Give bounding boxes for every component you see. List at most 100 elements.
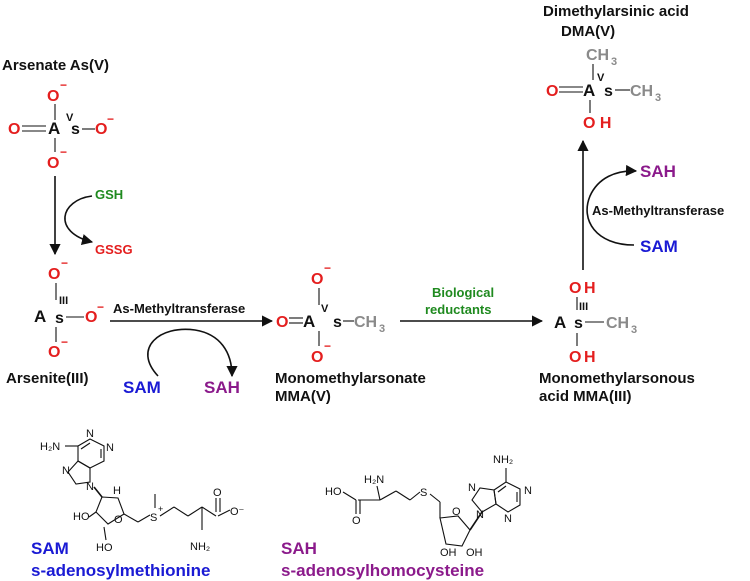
dma-title-line2: DMA(V) [561, 23, 615, 40]
svg-text:−: − [97, 300, 104, 314]
legend-sam-full: s-adenosylmethionine [31, 561, 210, 580]
svg-text:CH: CH [354, 314, 377, 331]
svg-text:HO: HO [325, 486, 342, 498]
svg-text:HO: HO [96, 542, 113, 554]
sah-structure: H₂N HO O S O OH OH N N N N NH₂ [325, 454, 532, 559]
svg-text:O: O [546, 83, 558, 100]
step2-line1: Biological [432, 285, 494, 300]
svg-text:O: O [48, 344, 60, 361]
arsenite-structure: O − A s III O − O − [34, 256, 104, 361]
svg-text:S: S [420, 487, 427, 499]
legend-sah-full: s-adenosylhomocysteine [281, 561, 484, 580]
svg-text:O: O [276, 314, 288, 331]
svg-text:−: − [61, 335, 68, 349]
svg-text:V: V [597, 72, 605, 84]
svg-text:V: V [321, 303, 329, 315]
svg-text:O: O [311, 349, 323, 366]
svg-text:NH₂: NH₂ [190, 541, 210, 553]
legend-sah-abbr: SAH [281, 539, 317, 558]
svg-text:H₂N: H₂N [40, 441, 60, 453]
svg-text:O: O [48, 266, 60, 283]
arsenite-title: Arsenite(III) [6, 370, 89, 387]
step2-line2: reductants [425, 302, 491, 317]
svg-text:H: H [584, 280, 596, 297]
svg-text:N: N [476, 509, 484, 521]
svg-text:s: s [333, 314, 342, 331]
svg-text:+: + [158, 504, 163, 514]
svg-text:OH: OH [466, 547, 483, 559]
step3-sah: SAH [640, 162, 676, 181]
svg-text:O: O [213, 487, 222, 499]
svg-text:O: O [85, 309, 97, 326]
svg-text:O: O [569, 349, 581, 366]
step3-sam: SAM [640, 237, 678, 256]
mma3-title-line1: Monomethylarsonous [539, 370, 695, 387]
svg-text:O: O [452, 506, 461, 518]
svg-text:3: 3 [611, 56, 617, 68]
svg-text:H: H [584, 349, 596, 366]
svg-text:O: O [311, 271, 323, 288]
legend-sam-abbr: SAM [31, 539, 69, 558]
svg-text:III: III [59, 295, 68, 307]
step1-sam: SAM [123, 378, 161, 397]
svg-text:HO: HO [73, 511, 90, 523]
step3-sam-sah-curve [586, 164, 638, 246]
svg-text:3: 3 [631, 324, 637, 336]
svg-text:−: − [60, 78, 67, 92]
svg-text:CH: CH [586, 47, 609, 64]
svg-text:N: N [62, 465, 70, 477]
svg-text:s: s [71, 121, 80, 138]
svg-text:N: N [524, 485, 532, 497]
mma5-title-line1: Monomethylarsonate [275, 370, 426, 387]
svg-text:O: O [95, 121, 107, 138]
svg-text:CH: CH [630, 83, 653, 100]
sam-structure: H₂N N N N N H O HO HO S + O O⁻ NH [40, 428, 245, 554]
svg-text:s: s [55, 310, 64, 327]
svg-text:s: s [574, 315, 583, 332]
svg-text:OH: OH [440, 547, 457, 559]
mma3-title-line2: acid MMA(III) [539, 388, 632, 405]
svg-text:O: O [47, 88, 59, 105]
step1-sam-sah-curve [147, 328, 238, 378]
svg-text:N: N [106, 442, 114, 454]
svg-text:−: − [61, 256, 68, 270]
svg-text:V: V [66, 112, 74, 124]
arsenate-title: Arsenate As(V) [2, 57, 109, 74]
svg-text:O: O [47, 155, 59, 172]
gssg-label: GSSG [95, 242, 133, 257]
mma3-structure: O H A s III CH 3 O H [554, 280, 637, 366]
svg-text:O: O [352, 515, 361, 527]
svg-text:S: S [150, 512, 157, 524]
svg-text:N: N [468, 482, 476, 494]
svg-text:III: III [579, 301, 588, 313]
svg-text:NH₂: NH₂ [493, 454, 513, 466]
svg-text:s: s [604, 83, 613, 100]
dma-title-line1: Dimethylarsinic acid [543, 3, 689, 20]
gsh-to-gssg-curve [64, 195, 94, 245]
svg-text:−: − [324, 339, 331, 353]
svg-text:−: − [107, 112, 114, 126]
svg-text:H: H [113, 485, 121, 497]
svg-text:−: − [324, 261, 331, 275]
svg-text:O: O [8, 121, 20, 138]
svg-text:A: A [583, 81, 595, 100]
svg-text:N: N [86, 481, 94, 493]
svg-text:N: N [86, 428, 94, 440]
svg-text:A: A [554, 313, 566, 332]
gsh-label: GSH [95, 187, 123, 202]
step3-enzyme: As-Methyltransferase [592, 203, 724, 218]
svg-text:H₂N: H₂N [364, 474, 384, 486]
arsenate-structure: O − O A V s O − O − [8, 78, 114, 172]
svg-text:3: 3 [379, 323, 385, 335]
svg-text:−: − [60, 145, 67, 159]
svg-text:O: O [569, 280, 581, 297]
mma5-structure: O − O A V s CH 3 O − [276, 261, 385, 366]
mma5-title-line2: MMA(V) [275, 388, 331, 405]
svg-text:A: A [34, 307, 46, 326]
svg-text:O: O [114, 514, 123, 526]
dma-structure: CH 3 O A V s CH 3 O H [546, 47, 661, 132]
svg-text:O⁻: O⁻ [230, 506, 245, 518]
step1-sah: SAH [204, 378, 240, 397]
